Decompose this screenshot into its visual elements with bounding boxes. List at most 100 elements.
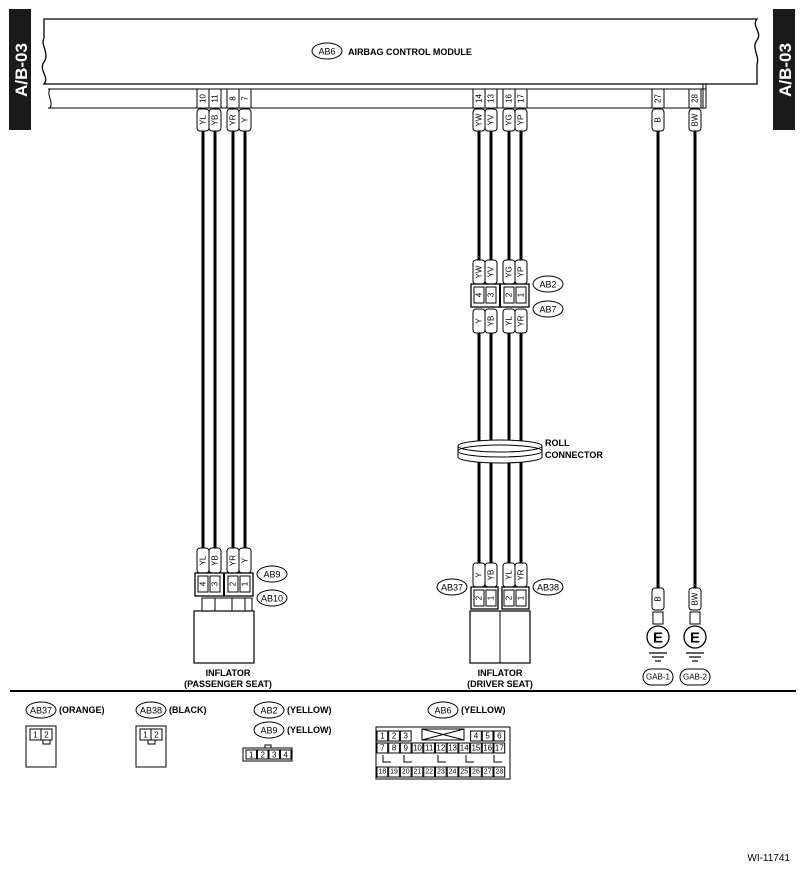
legend-ab6-pin: 14 bbox=[460, 744, 469, 753]
legend-ab38-pin2: 2 bbox=[154, 731, 159, 740]
legend-ab6-pin: 15 bbox=[471, 744, 480, 753]
ab37-pin: 2 bbox=[475, 595, 484, 600]
side-tab-right-label: A/B-03 bbox=[776, 43, 795, 97]
figure-id: WI-11741 bbox=[747, 853, 790, 864]
ab9-pin: 2 bbox=[229, 581, 238, 586]
ab2-pin: 3 bbox=[487, 292, 496, 297]
legend-ab6-color: (YELLOW) bbox=[461, 705, 506, 715]
ground-symbol-letter: E bbox=[690, 630, 700, 647]
legend-ab37: AB37 (ORANGE) 1 2 bbox=[25, 701, 105, 768]
legend-ab6-pin: 3 bbox=[404, 732, 409, 741]
inflator-driver-line1: INFLATOR bbox=[478, 668, 523, 678]
ab9-wire-color: YL bbox=[199, 555, 208, 565]
module-pin-number: 7 bbox=[241, 96, 250, 101]
module-wire-color: YV bbox=[487, 114, 496, 125]
roll-connector-line2: CONNECTOR bbox=[545, 450, 603, 460]
legend-ab6-id: AB6 bbox=[434, 706, 451, 716]
module-wire-color: YP bbox=[517, 115, 526, 126]
ab2-wire-color: YP bbox=[517, 267, 526, 278]
module-name: AIRBAG CONTROL MODULE bbox=[348, 47, 472, 57]
module-pin-number: 8 bbox=[229, 96, 238, 101]
ab2-wire-color: YG bbox=[505, 266, 514, 278]
legend-ab6-pin: 21 bbox=[414, 769, 422, 776]
module-pin-number: 17 bbox=[517, 94, 526, 103]
legend-ab37-pin2: 2 bbox=[44, 731, 49, 740]
legend-ab6-pin: 26 bbox=[472, 769, 480, 776]
legend-ab9-color: (YELLOW) bbox=[287, 725, 332, 735]
legend-ab6-pin: 20 bbox=[402, 769, 410, 776]
inflator-passenger: INFLATOR (PASSENGER SEAT) bbox=[184, 610, 272, 689]
legend-ab6-pin: 27 bbox=[484, 769, 492, 776]
ground-label: GAB-2 bbox=[683, 673, 708, 682]
ab9-badge bbox=[256, 565, 288, 583]
ab38-pin: 1 bbox=[517, 595, 526, 600]
ground-label: GAB-1 bbox=[646, 673, 671, 682]
legend-ab6-pin: 28 bbox=[495, 769, 503, 776]
legend-ab2-color: (YELLOW) bbox=[287, 705, 332, 715]
module-wire-color: YW bbox=[475, 113, 484, 126]
legend-ab2-pin: 4 bbox=[284, 751, 289, 760]
inflator-passenger-line1: INFLATOR bbox=[206, 668, 251, 678]
legend-ab6-pin: 23 bbox=[437, 769, 445, 776]
module-wire-color: YG bbox=[505, 114, 514, 126]
side-tab-right: A/B-03 bbox=[773, 9, 795, 130]
module-wire-color: YB bbox=[211, 115, 220, 126]
module-pin-number: 10 bbox=[199, 94, 208, 103]
module-wire-color: YL bbox=[199, 115, 208, 125]
ground-wire-color: BW bbox=[691, 592, 700, 605]
module-connector-badge bbox=[311, 42, 343, 60]
legend-ab37-pin1: 1 bbox=[33, 731, 38, 740]
legend-ab37-id: AB37 bbox=[30, 706, 52, 716]
module-pin-7: 7Y bbox=[238, 88, 252, 132]
ab2-wire-color: YW bbox=[475, 265, 484, 278]
ab37-pin: 1 bbox=[487, 595, 496, 600]
legend-ab6-pin: 1 bbox=[380, 732, 385, 741]
ground-symbol-circle bbox=[683, 625, 707, 649]
ab7-wire-color: YB bbox=[487, 316, 496, 327]
ab2-wire-color: YV bbox=[487, 266, 496, 277]
wires bbox=[201, 131, 697, 588]
ground-symbol-circle bbox=[646, 625, 670, 649]
legend-ab6-pin: 6 bbox=[497, 732, 502, 741]
legend-ab2-id: AB2 bbox=[260, 706, 277, 716]
ab37-label: AB37 bbox=[441, 583, 463, 593]
module-wire-color: Y bbox=[241, 117, 250, 123]
legend-ab6-pin: 4 bbox=[474, 732, 479, 741]
module-pin-number: 28 bbox=[691, 94, 700, 103]
legend-ab6-pin: 18 bbox=[378, 769, 386, 776]
module-wire-color: YR bbox=[229, 114, 238, 125]
ground-wire-color: B bbox=[654, 596, 663, 601]
legend-ab6-pin: 8 bbox=[392, 744, 397, 753]
legend-ab6-pin: 2 bbox=[392, 732, 397, 741]
ab9-pin: 1 bbox=[241, 581, 250, 586]
roll-connector-line1: ROLL bbox=[545, 438, 570, 448]
legend-ab6-pin: 19 bbox=[390, 769, 398, 776]
module-pin-number: 11 bbox=[211, 94, 220, 103]
legend-ab6-pin: 13 bbox=[448, 744, 457, 753]
ab9-pin: 4 bbox=[199, 581, 208, 586]
ab7-label: AB7 bbox=[539, 305, 556, 315]
ab10-label: AB10 bbox=[261, 594, 283, 604]
legend-ab2-pin: 3 bbox=[272, 751, 277, 760]
legend-ab2-pin: 1 bbox=[249, 751, 254, 760]
roll-connector: ROLL CONNECTOR bbox=[457, 438, 603, 464]
module-connector-id: AB6 bbox=[318, 47, 335, 57]
legend-ab6-pin: 16 bbox=[483, 744, 492, 753]
ab7-badge bbox=[532, 300, 564, 318]
ground-symbol-letter: E bbox=[653, 630, 663, 647]
legend-ab9-id: AB9 bbox=[260, 726, 277, 736]
ab10-badge bbox=[256, 589, 288, 607]
ab38-wire-color: YL bbox=[505, 570, 514, 580]
ab7-wire-color: YL bbox=[505, 316, 514, 326]
module-pin-27: 27B bbox=[651, 88, 665, 132]
module-pin-8: 8YR bbox=[226, 88, 240, 132]
ab7-wire-color: YR bbox=[517, 315, 526, 326]
